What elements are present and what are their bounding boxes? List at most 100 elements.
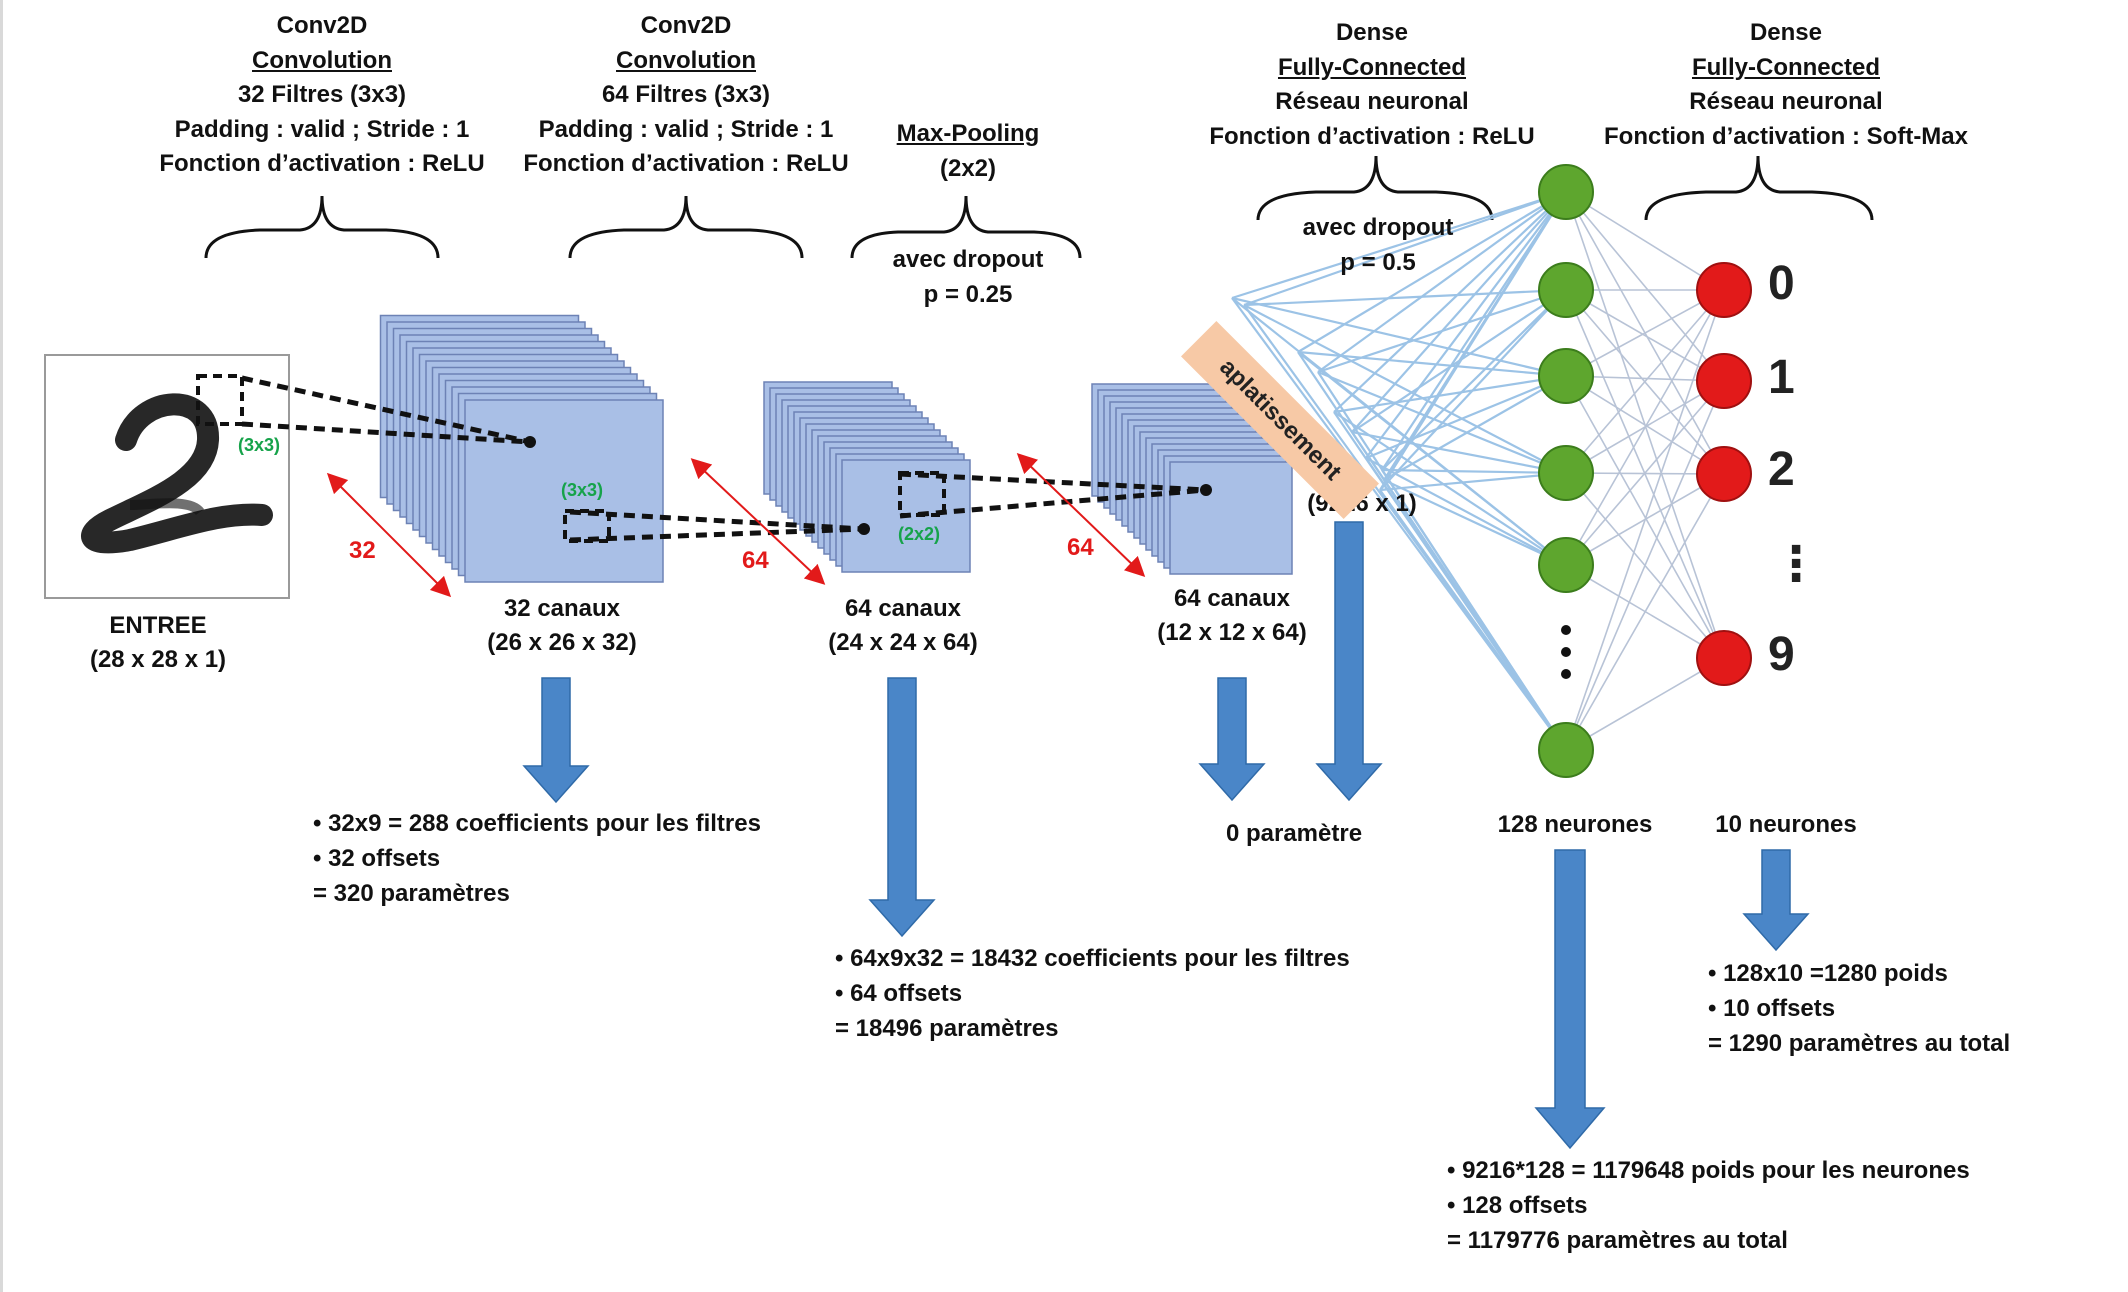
output-digit-1: 1 bbox=[1768, 351, 1795, 404]
network-nodes bbox=[1538, 164, 1752, 778]
stack1-slab bbox=[464, 399, 664, 583]
params-conv2: • 64x9x32 = 18432 coefficients pour les … bbox=[835, 945, 1350, 1042]
hidden-label: 128 neurones bbox=[1497, 811, 1653, 838]
down-arrow bbox=[1534, 849, 1606, 1150]
output-digit-0: 0 bbox=[1768, 257, 1795, 310]
output-neuron bbox=[1696, 446, 1752, 502]
network-connections bbox=[1231, 190, 1725, 751]
connection bbox=[1243, 190, 1567, 307]
depth-32: 32 bbox=[349, 537, 376, 564]
connection bbox=[1565, 289, 1725, 377]
connection bbox=[1565, 473, 1725, 751]
connection bbox=[1381, 468, 1567, 475]
output-neuron bbox=[1696, 353, 1752, 409]
flatten-params: 0 paramètre bbox=[1225, 820, 1363, 847]
down-arrow bbox=[522, 677, 590, 804]
connection bbox=[1565, 191, 1725, 382]
down-arrow bbox=[868, 677, 936, 938]
stack3-label: 64 canaux(12 x 12 x 64) bbox=[1157, 585, 1307, 646]
connection bbox=[1297, 350, 1567, 378]
connection bbox=[1297, 191, 1567, 353]
hidden-neuron bbox=[1538, 262, 1594, 318]
connection bbox=[1333, 411, 1567, 566]
connection bbox=[1243, 304, 1567, 474]
connection bbox=[1565, 289, 1725, 474]
connection bbox=[1333, 191, 1567, 413]
pool-label-stack2: (2x2) bbox=[898, 524, 941, 544]
connection bbox=[1333, 374, 1567, 414]
connection bbox=[1565, 191, 1725, 291]
connection bbox=[1231, 296, 1567, 378]
connection bbox=[1565, 657, 1725, 751]
output-label: 10 neurones bbox=[1715, 811, 1857, 838]
connection bbox=[1383, 479, 1567, 566]
ellipsis-dot bbox=[1561, 669, 1571, 679]
connection bbox=[1351, 191, 1567, 433]
output-digit-2: 2 bbox=[1768, 443, 1795, 496]
stack-64-pooled bbox=[1091, 383, 1293, 575]
ellipsis-dot bbox=[1561, 647, 1571, 657]
hidden-neuron bbox=[1538, 164, 1594, 220]
stack-32-channels bbox=[379, 314, 664, 583]
depth-64a: 64 bbox=[742, 547, 769, 574]
stack-64-channels bbox=[763, 381, 971, 573]
left-border bbox=[0, 0, 3, 1292]
input-label: ENTREE(28 x 28 x 1) bbox=[89, 612, 227, 673]
ellipsis-dot bbox=[1561, 625, 1571, 635]
stack2-label: 64 canaux(24 x 24 x 64) bbox=[828, 595, 978, 656]
params-conv1: • 32x9 = 288 coefficients pour les filtr… bbox=[313, 810, 761, 907]
kernel-label-stack1: (3x3) bbox=[561, 480, 604, 500]
down-arrow bbox=[1315, 521, 1383, 802]
hidden-neuron bbox=[1538, 348, 1594, 404]
output-neuron bbox=[1696, 630, 1752, 686]
brace-dense1-top bbox=[1256, 155, 1494, 221]
hidden-neuron bbox=[1538, 445, 1594, 501]
connection bbox=[1565, 380, 1725, 566]
connection bbox=[1243, 288, 1567, 307]
connection bbox=[1231, 190, 1567, 300]
pool-header: Max-Pooling(2x2) bbox=[896, 120, 1040, 182]
down-arrow bbox=[1198, 677, 1266, 802]
stack1-label: 32 canaux(26 x 26 x 32) bbox=[487, 595, 637, 656]
kernel-box-2 bbox=[563, 509, 611, 543]
connection bbox=[1565, 375, 1725, 659]
pool-box bbox=[898, 471, 946, 517]
brace-pool bbox=[850, 195, 1082, 259]
connection bbox=[1565, 380, 1725, 751]
dot-3 bbox=[1200, 484, 1212, 496]
brace-conv1 bbox=[204, 195, 440, 259]
connection bbox=[1365, 457, 1567, 566]
connection bbox=[1383, 375, 1567, 481]
output-digit-9: 9 bbox=[1768, 628, 1795, 681]
braces bbox=[204, 155, 1874, 259]
connection bbox=[1379, 191, 1567, 491]
down-arrow bbox=[1742, 849, 1810, 952]
kernel-label-input: (3x3) bbox=[238, 435, 281, 455]
output-digit-ellipsis: ⋮ bbox=[1772, 538, 1820, 591]
dot-1 bbox=[524, 436, 536, 448]
down-arrows bbox=[522, 521, 1810, 1150]
depth-arrows bbox=[326, 453, 1146, 598]
connection bbox=[1565, 375, 1725, 475]
connection bbox=[1365, 191, 1567, 459]
connection bbox=[1297, 351, 1567, 566]
connection bbox=[1379, 471, 1567, 492]
hidden-neuron bbox=[1538, 537, 1594, 593]
connection bbox=[1565, 289, 1725, 566]
connection bbox=[1317, 191, 1567, 373]
params-dense2: • 128x10 =1280 poids• 10 offsets= 1290 p… bbox=[1708, 960, 2011, 1057]
connection bbox=[1379, 289, 1567, 491]
stack3-slab bbox=[1169, 461, 1293, 575]
dot-2 bbox=[858, 523, 870, 535]
params-dense1: • 9216*128 = 1179648 poids pour les neur… bbox=[1447, 1157, 1970, 1254]
connection bbox=[1351, 430, 1567, 475]
input-image bbox=[44, 354, 290, 599]
